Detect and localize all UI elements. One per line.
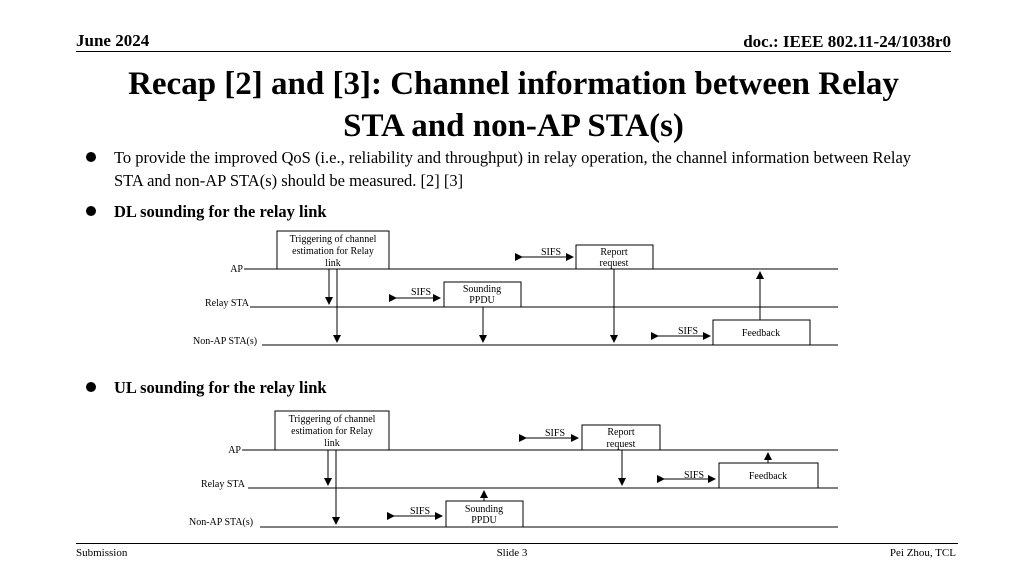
- slide-title-line-1: Recap [2] and [3]: Channel information b…: [128, 66, 899, 102]
- ul-row-label-nonap: Non-AP STA(s): [189, 517, 253, 528]
- bullet-dl-sounding: DL sounding for the relay link: [86, 200, 936, 224]
- ul-sounding-text-1: Sounding: [465, 504, 503, 515]
- dl-trigger-text-1: Triggering of channel: [290, 234, 377, 245]
- ul-report-text-1: Report: [607, 427, 634, 438]
- footer-divider: [76, 543, 958, 544]
- dl-trigger-text-3: link: [325, 258, 341, 269]
- bullet-text: UL sounding for the relay link: [114, 378, 327, 397]
- bullet-text: To provide the improved QoS (i.e., relia…: [114, 148, 912, 190]
- slide-title: Recap [2] and [3]: Channel information b…: [76, 63, 951, 147]
- ul-sounding-box: [445, 500, 524, 528]
- dl-sifs-label-2: SIFS: [541, 247, 561, 258]
- ul-report-box: [581, 424, 661, 451]
- dl-sifs-label-3: SIFS: [678, 326, 698, 337]
- dl-feedback-box: [712, 319, 811, 346]
- dl-trigger-box: [276, 230, 390, 270]
- bullet-ul-sounding: UL sounding for the relay link: [86, 376, 936, 400]
- header-divider: [76, 51, 951, 52]
- ul-sifs-label-3: SIFS: [684, 470, 704, 481]
- dl-sounding-diagram: AP Relay STA Non-AP STA(s) Triggering of…: [193, 230, 838, 347]
- bullet-text: DL sounding for the relay link: [114, 202, 327, 221]
- header-doc-id: doc.: IEEE 802.11-24/1038r0: [743, 32, 951, 51]
- ul-trigger-text-2: estimation for Relay: [291, 426, 373, 437]
- dl-trigger-text-2: estimation for Relay: [292, 246, 374, 257]
- dl-sounding-box: [443, 281, 522, 308]
- dl-feedback-text: Feedback: [742, 328, 780, 339]
- dl-row-label-nonap: Non-AP STA(s): [193, 336, 257, 347]
- ul-feedback-box: [718, 462, 819, 489]
- ul-sounding-text-2: PPDU: [471, 515, 497, 526]
- ul-trigger-box: [274, 410, 390, 451]
- footer-slide-number: Slide 3: [496, 547, 528, 559]
- bullet-dot-icon: [86, 152, 96, 162]
- dl-row-label-ap: AP: [230, 264, 243, 275]
- bullet-dot-icon: [86, 382, 96, 392]
- bullet-qos: To provide the improved QoS (i.e., relia…: [86, 146, 936, 194]
- dl-sifs-label-1: SIFS: [411, 287, 431, 298]
- slide-title-line-2: STA and non-AP STA(s): [343, 108, 684, 144]
- bullet-dot-icon: [86, 206, 96, 216]
- footer-submission: Submission: [76, 547, 128, 559]
- ul-sifs-label-2: SIFS: [545, 428, 565, 439]
- ul-row-label-ap: AP: [228, 445, 241, 456]
- ul-feedback-text: Feedback: [749, 471, 787, 482]
- ul-sounding-diagram: AP Relay STA Non-AP STA(s) Triggering of…: [189, 410, 838, 528]
- dl-report-text-1: Report: [600, 247, 627, 258]
- ul-row-label-relay: Relay STA: [201, 479, 246, 490]
- dl-report-box: [575, 244, 654, 270]
- ul-sifs-label-1: SIFS: [410, 506, 430, 517]
- ul-trigger-text-1: Triggering of channel: [289, 414, 376, 425]
- dl-report-text-2: request: [600, 258, 629, 269]
- ul-report-text-2: request: [607, 439, 636, 450]
- footer-author: Pei Zhou, TCL: [889, 547, 956, 559]
- dl-row-label-relay: Relay STA: [205, 298, 250, 309]
- header-date: June 2024: [76, 31, 150, 50]
- dl-sounding-text-1: Sounding: [463, 284, 501, 295]
- ul-trigger-text-3: link: [324, 438, 340, 449]
- dl-sounding-text-2: PPDU: [469, 295, 495, 306]
